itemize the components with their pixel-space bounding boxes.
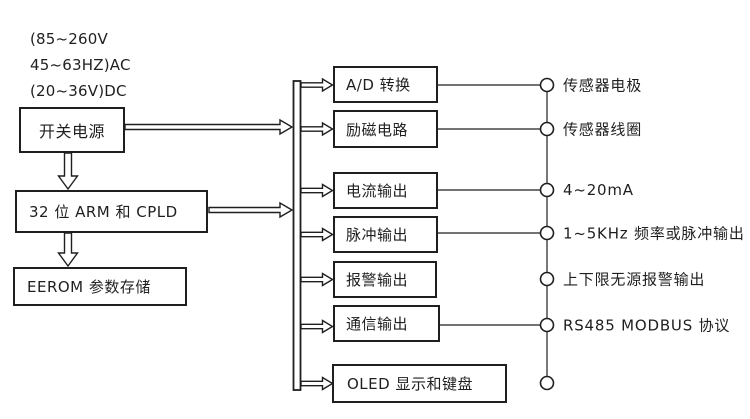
- power-spec-line-3: (20~36V)DC: [30, 82, 127, 100]
- arrow-bus-to-alarm: [300, 272, 334, 287]
- arrow-bus-to-comm: [300, 319, 334, 334]
- terminal-label-sensor-coil: 传感器线圈: [563, 120, 643, 139]
- terminal-label-sensor-electrode: 传感器电极: [563, 76, 643, 95]
- terminal-label-comm-protocol: RS485 MODBUS 协议: [563, 316, 731, 335]
- block-oled-keypad: OLED 显示和键盘: [332, 364, 507, 403]
- block-ad-converter: A/D 转换: [333, 66, 438, 103]
- arrow-power-to-bus: [124, 118, 294, 136]
- terminal-circle-pulse: [539, 225, 555, 241]
- block-pulse-output: 脉冲输出: [333, 216, 438, 253]
- arrow-bus-to-adc: [300, 77, 334, 93]
- block-current-output: 电流输出: [333, 172, 438, 209]
- arrow-mcu-to-eerom: [57, 232, 79, 268]
- terminal-circle-alarm: [539, 271, 555, 287]
- block-switching-power-supply: 开关电源: [19, 107, 125, 153]
- terminal-circle-spare: [539, 375, 555, 391]
- block-eerom-storage: EEROM 参数存储: [13, 267, 187, 306]
- arrow-bus-to-pulse: [300, 227, 334, 242]
- power-spec-line-1: (85~260V: [30, 30, 108, 48]
- power-spec-line-2: 45~63HZ)AC: [30, 56, 131, 74]
- arrow-power-to-mcu: [57, 152, 79, 191]
- terminal-circle-coil: [539, 121, 555, 137]
- terminal-label-pulse-output: 1~5KHz 频率或脉冲输出: [563, 224, 745, 243]
- terminal-circle-comm: [539, 317, 555, 333]
- bus-bar: [292, 80, 302, 391]
- block-alarm-output: 报警输出: [333, 261, 437, 298]
- block-arm-cpld: 32 位 ARM 和 CPLD: [15, 190, 208, 233]
- power-spec-text: (85~260V 45~63HZ)AC (20~36V)DC: [30, 26, 131, 104]
- terminal-circle-electrode: [539, 77, 555, 93]
- block-excitation-circuit: 励磁电路: [333, 110, 438, 148]
- arrow-bus-to-current: [300, 183, 334, 198]
- terminal-label-alarm-output: 上下限无源报警输出: [563, 270, 706, 289]
- arrow-bus-to-excitation: [300, 121, 334, 137]
- arrow-mcu-to-bus: [208, 201, 294, 219]
- terminal-label-current-output: 4~20mA: [563, 181, 634, 199]
- block-comm-output: 通信输出: [333, 305, 440, 342]
- arrow-bus-to-oled: [300, 376, 334, 391]
- terminal-circle-current: [539, 182, 555, 198]
